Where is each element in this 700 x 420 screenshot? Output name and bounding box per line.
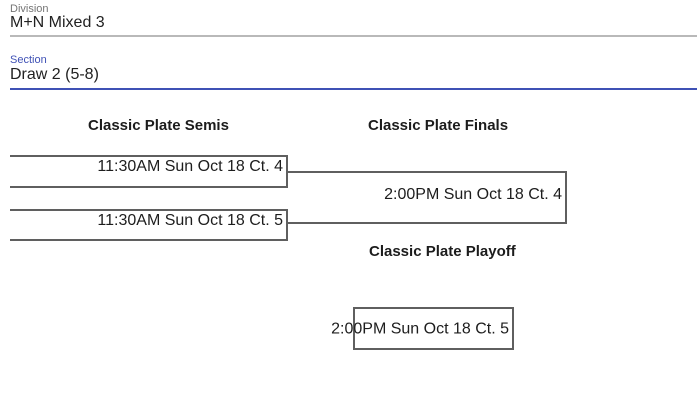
section-field-label: Section [10, 54, 47, 66]
match-semi-2-time: 11:30AM Sun Oct 18 Ct. 5 [97, 212, 283, 229]
match-semi-1-time: 11:30AM Sun Oct 18 Ct. 4 [97, 158, 283, 175]
division-field-label: Division [10, 3, 49, 15]
match-final[interactable]: 2:00PM Sun Oct 18 Ct. 4 [286, 171, 567, 224]
match-playoff-time: 2:00PM Sun Oct 18 Ct. 5 [331, 320, 509, 337]
section-field-underline [10, 88, 697, 90]
division-field-underline [10, 35, 697, 37]
match-semi-2[interactable]: 11:30AM Sun Oct 18 Ct. 5 [10, 209, 288, 241]
section-select[interactable]: Draw 2 (5-8) [10, 66, 99, 83]
match-semi-1[interactable]: 11:30AM Sun Oct 18 Ct. 4 [10, 155, 288, 188]
round-header-playoff: Classic Plate Playoff [369, 243, 516, 260]
match-playoff[interactable]: 2:00PM Sun Oct 18 Ct. 5 [331, 307, 514, 350]
round-header-finals: Classic Plate Finals [368, 117, 509, 134]
match-final-time: 2:00PM Sun Oct 18 Ct. 4 [384, 186, 562, 203]
division-select[interactable]: M+N Mixed 3 [10, 14, 105, 31]
round-header-semis: Classic Plate Semis [88, 117, 229, 134]
